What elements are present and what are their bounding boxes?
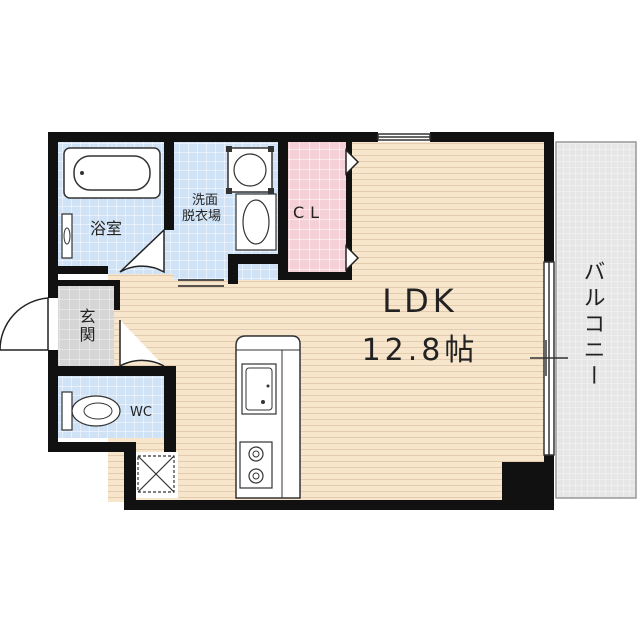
wash-label-line2: 脱衣場 bbox=[182, 208, 221, 224]
wc-door bbox=[119, 320, 165, 368]
walls bbox=[48, 132, 554, 510]
basin-icon bbox=[235, 193, 277, 251]
bath-label: 浴室 bbox=[90, 219, 122, 238]
ldk-size-label: 12.8帖 bbox=[362, 333, 479, 368]
windows bbox=[377, 133, 568, 456]
closet-label: CL bbox=[293, 203, 325, 222]
entrance-label: 玄関 bbox=[77, 308, 96, 344]
stove-icon bbox=[239, 441, 273, 489]
entrance-door bbox=[0, 297, 49, 351]
washing-machine-icon bbox=[226, 146, 274, 194]
entrance-floor bbox=[58, 286, 114, 366]
wash-door bbox=[178, 279, 224, 287]
balcony-floor bbox=[555, 141, 637, 499]
bath-basin-icon bbox=[61, 213, 73, 259]
toilet-icon bbox=[61, 391, 121, 431]
sink-icon bbox=[241, 363, 277, 415]
wc-label: WC bbox=[130, 405, 152, 420]
bath-door bbox=[119, 228, 165, 274]
closet-door-2 bbox=[345, 244, 360, 272]
balcony-label: バルコニー bbox=[580, 260, 605, 390]
closet-floor bbox=[288, 142, 346, 276]
storage-box bbox=[137, 455, 175, 493]
doors bbox=[0, 148, 360, 368]
closet-door-1 bbox=[345, 148, 360, 176]
ldk-name-label: LDK bbox=[382, 282, 457, 320]
wash-label-line1: 洗面 bbox=[192, 193, 218, 208]
bathtub-icon bbox=[63, 147, 161, 199]
